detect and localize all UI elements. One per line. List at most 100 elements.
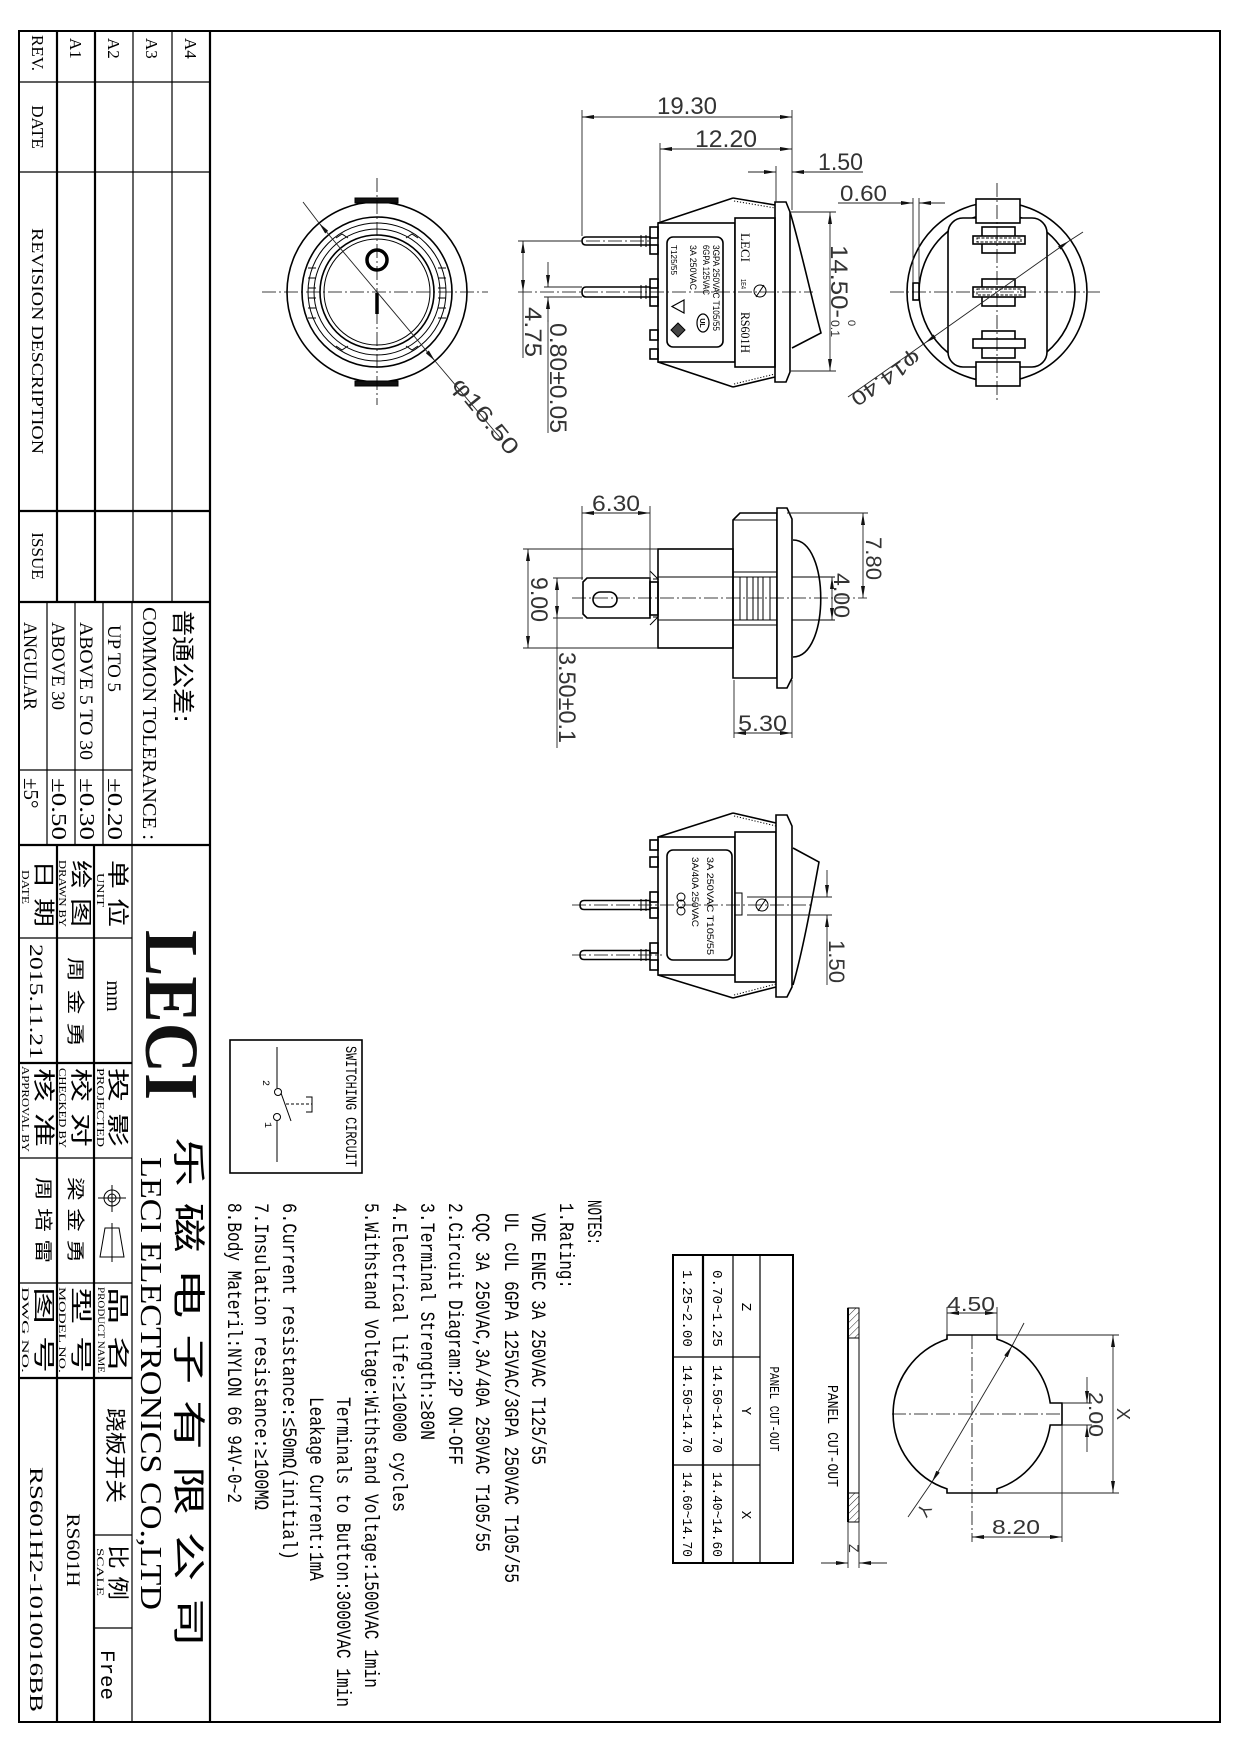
pivot-slot [734,892,743,916]
key-width-dimension: 2.00 [1084,1392,1106,1437]
side-view-2: 3A 250VAC T105/55 3A/40A 250VAC 1.50 [572,812,849,999]
tolerance-range: ABOVE 5 TO 30 [75,622,96,760]
issue-header: ISSUE [28,532,47,579]
width-dimension: 14.50- [825,245,852,318]
note-line: UL cUL 6GPA 125VAC/3GPA 250VAC T105/55 [498,1213,521,1583]
unit-label-en: UNIT [94,873,106,907]
terminal-width-dimension: 3.50±0.1 [553,652,580,743]
tolerance-value: ±5° [19,778,43,808]
brand-marking: LECI [738,233,753,262]
notes-title: NOTES: [581,1200,604,1245]
offset-dimension: 1.50 [824,940,849,983]
sheet-border [18,30,1221,1723]
plate-hatch [847,1492,860,1523]
revision-table: REV. DATE REVISION DESCRIPTION ISSUE A1 … [19,31,210,604]
approval-by-label-cn: 核 准 [30,1068,55,1147]
flange-dimension: 1.50 [818,149,863,176]
tolerance-range: ABOVE 30 [47,622,68,710]
terminal-pin [581,286,651,298]
date-label-cn: 日 期 [30,860,55,927]
diameter-leader [434,360,503,441]
bezel-flange [776,507,793,689]
note-line: 8.Body Materil:NYLON 66 94V-0~2 [221,1203,244,1503]
housing-ribbed-edge [732,812,777,824]
diameter-leader [847,342,926,398]
diameter-leader [1068,231,1084,242]
housing-edge [657,974,734,999]
note-line: 6.Current resistance:≤50mΩ(initial) [276,1203,299,1560]
bezel-flange [774,201,791,383]
circuit-title: SWITCHING CIRCUIT [341,1046,359,1167]
half-height-dimension: 7.80 [861,537,886,580]
diameter-leader [1011,1322,1025,1347]
pin-thickness-dimension: 0.80±0.05 [544,323,571,433]
model-no-label-en: MODEL NO. [57,1287,67,1373]
terminal-pin [579,949,651,961]
drawn-by-label-en: DRAWN BY [56,860,68,927]
model-marking: RS601H [738,312,753,353]
vde-mark-icon [670,298,685,315]
note-line: VDE ENEC 3A 250VAC T125/55 [525,1213,548,1465]
note-line: 3.Terminal Strength:≥80N [414,1203,437,1440]
drawn-by-value: 周 金 勇 [64,957,85,1047]
column-header: Z [737,1303,753,1311]
terminal-bases [649,226,659,360]
dwg-no-label-cn: 图 号 [30,1287,55,1373]
mounting-clip [975,361,1021,387]
model-no-value: RS601H [62,1514,83,1587]
terminal-hole [592,591,618,608]
scale-value: Free [94,1650,117,1700]
housing-ribbed-edge [732,197,776,206]
dwg-no-label-en: DWG NO. [20,1287,30,1373]
table-cell: 1.25~2.00 [678,1270,694,1347]
switch-body [657,222,736,363]
rating-label-line: 6GPA 125VAC [701,245,711,295]
diameter-dimension-line [924,240,1070,344]
housing-ribbed-edge [732,376,776,388]
switch-block [734,831,777,983]
model-no-label-cn: 型 号 [67,1287,92,1373]
diameter-leader [907,1481,933,1518]
tolerance-value: ±0.50 [47,778,71,840]
latch [912,282,920,301]
table-cell: 14.50~14.70 [708,1365,724,1453]
column-header: Y [737,1407,753,1416]
terminal-node-icon [274,1088,282,1096]
note-line: Leakage Current:1mA [303,1397,326,1581]
diameter-leader [302,201,320,224]
projected-label-cn: 投 影 [104,1068,129,1147]
date-header: DATE [28,105,47,148]
body-length-dimension: 12.20 [695,126,757,153]
product-name-label-en: PRODUCT NAME [96,1287,106,1374]
switch-blade [280,1092,292,1122]
note-line: 4.Electrical life:≥10000 cycles [386,1203,409,1512]
approval-by-label-en: APPROVAL BY [19,1066,30,1152]
overall-length-dimension: 19.30 [657,93,717,120]
terminal-bases [649,839,659,971]
revision-label: A1 [66,38,85,59]
cul-mark-icon: UL [696,313,710,333]
date-value: 2015.11.21 [25,944,46,1059]
table-cell: 0.70~1.25 [708,1270,724,1347]
notes: NOTES: 1.Rating: VDE ENEC 3A 250VAC T125… [221,1200,604,1707]
product-name-label-cn: 品 名 [104,1287,129,1373]
mounting-clip [975,198,1021,224]
plate-hatch [847,1307,860,1339]
terminal-length-dimension: 6.30 [592,491,640,516]
terminal-node-icon [273,1113,281,1121]
enec-mark-icon [670,322,686,338]
date-code-marking: 1E4 [739,279,746,289]
company-name-cn: 乐 磁 电 子 有 限 公 司 [169,1137,208,1647]
rating-label-line: 3A/40A 250VAC [690,857,700,928]
width-tolerance-upper: 0 [845,320,857,326]
housing-ribbed-edge [733,983,777,996]
title-block: 单 位 UNIT mm 绘 图 DRAWN BY 周 金 勇 日 期 DATE … [19,845,213,1722]
unit-label-cn: 单 位 [104,860,129,927]
checked-by-value: 梁 金 勇 [64,1177,85,1263]
tolerance-range: ANGULAR [19,622,40,710]
housing-depth-dimension: 5.30 [738,711,787,736]
cutout-outline [892,1334,1063,1494]
mounting-clip [354,197,399,204]
product-name-value: 跷板开关 [103,1408,127,1503]
table-title: PANEL CUT-OUT [765,1367,781,1452]
